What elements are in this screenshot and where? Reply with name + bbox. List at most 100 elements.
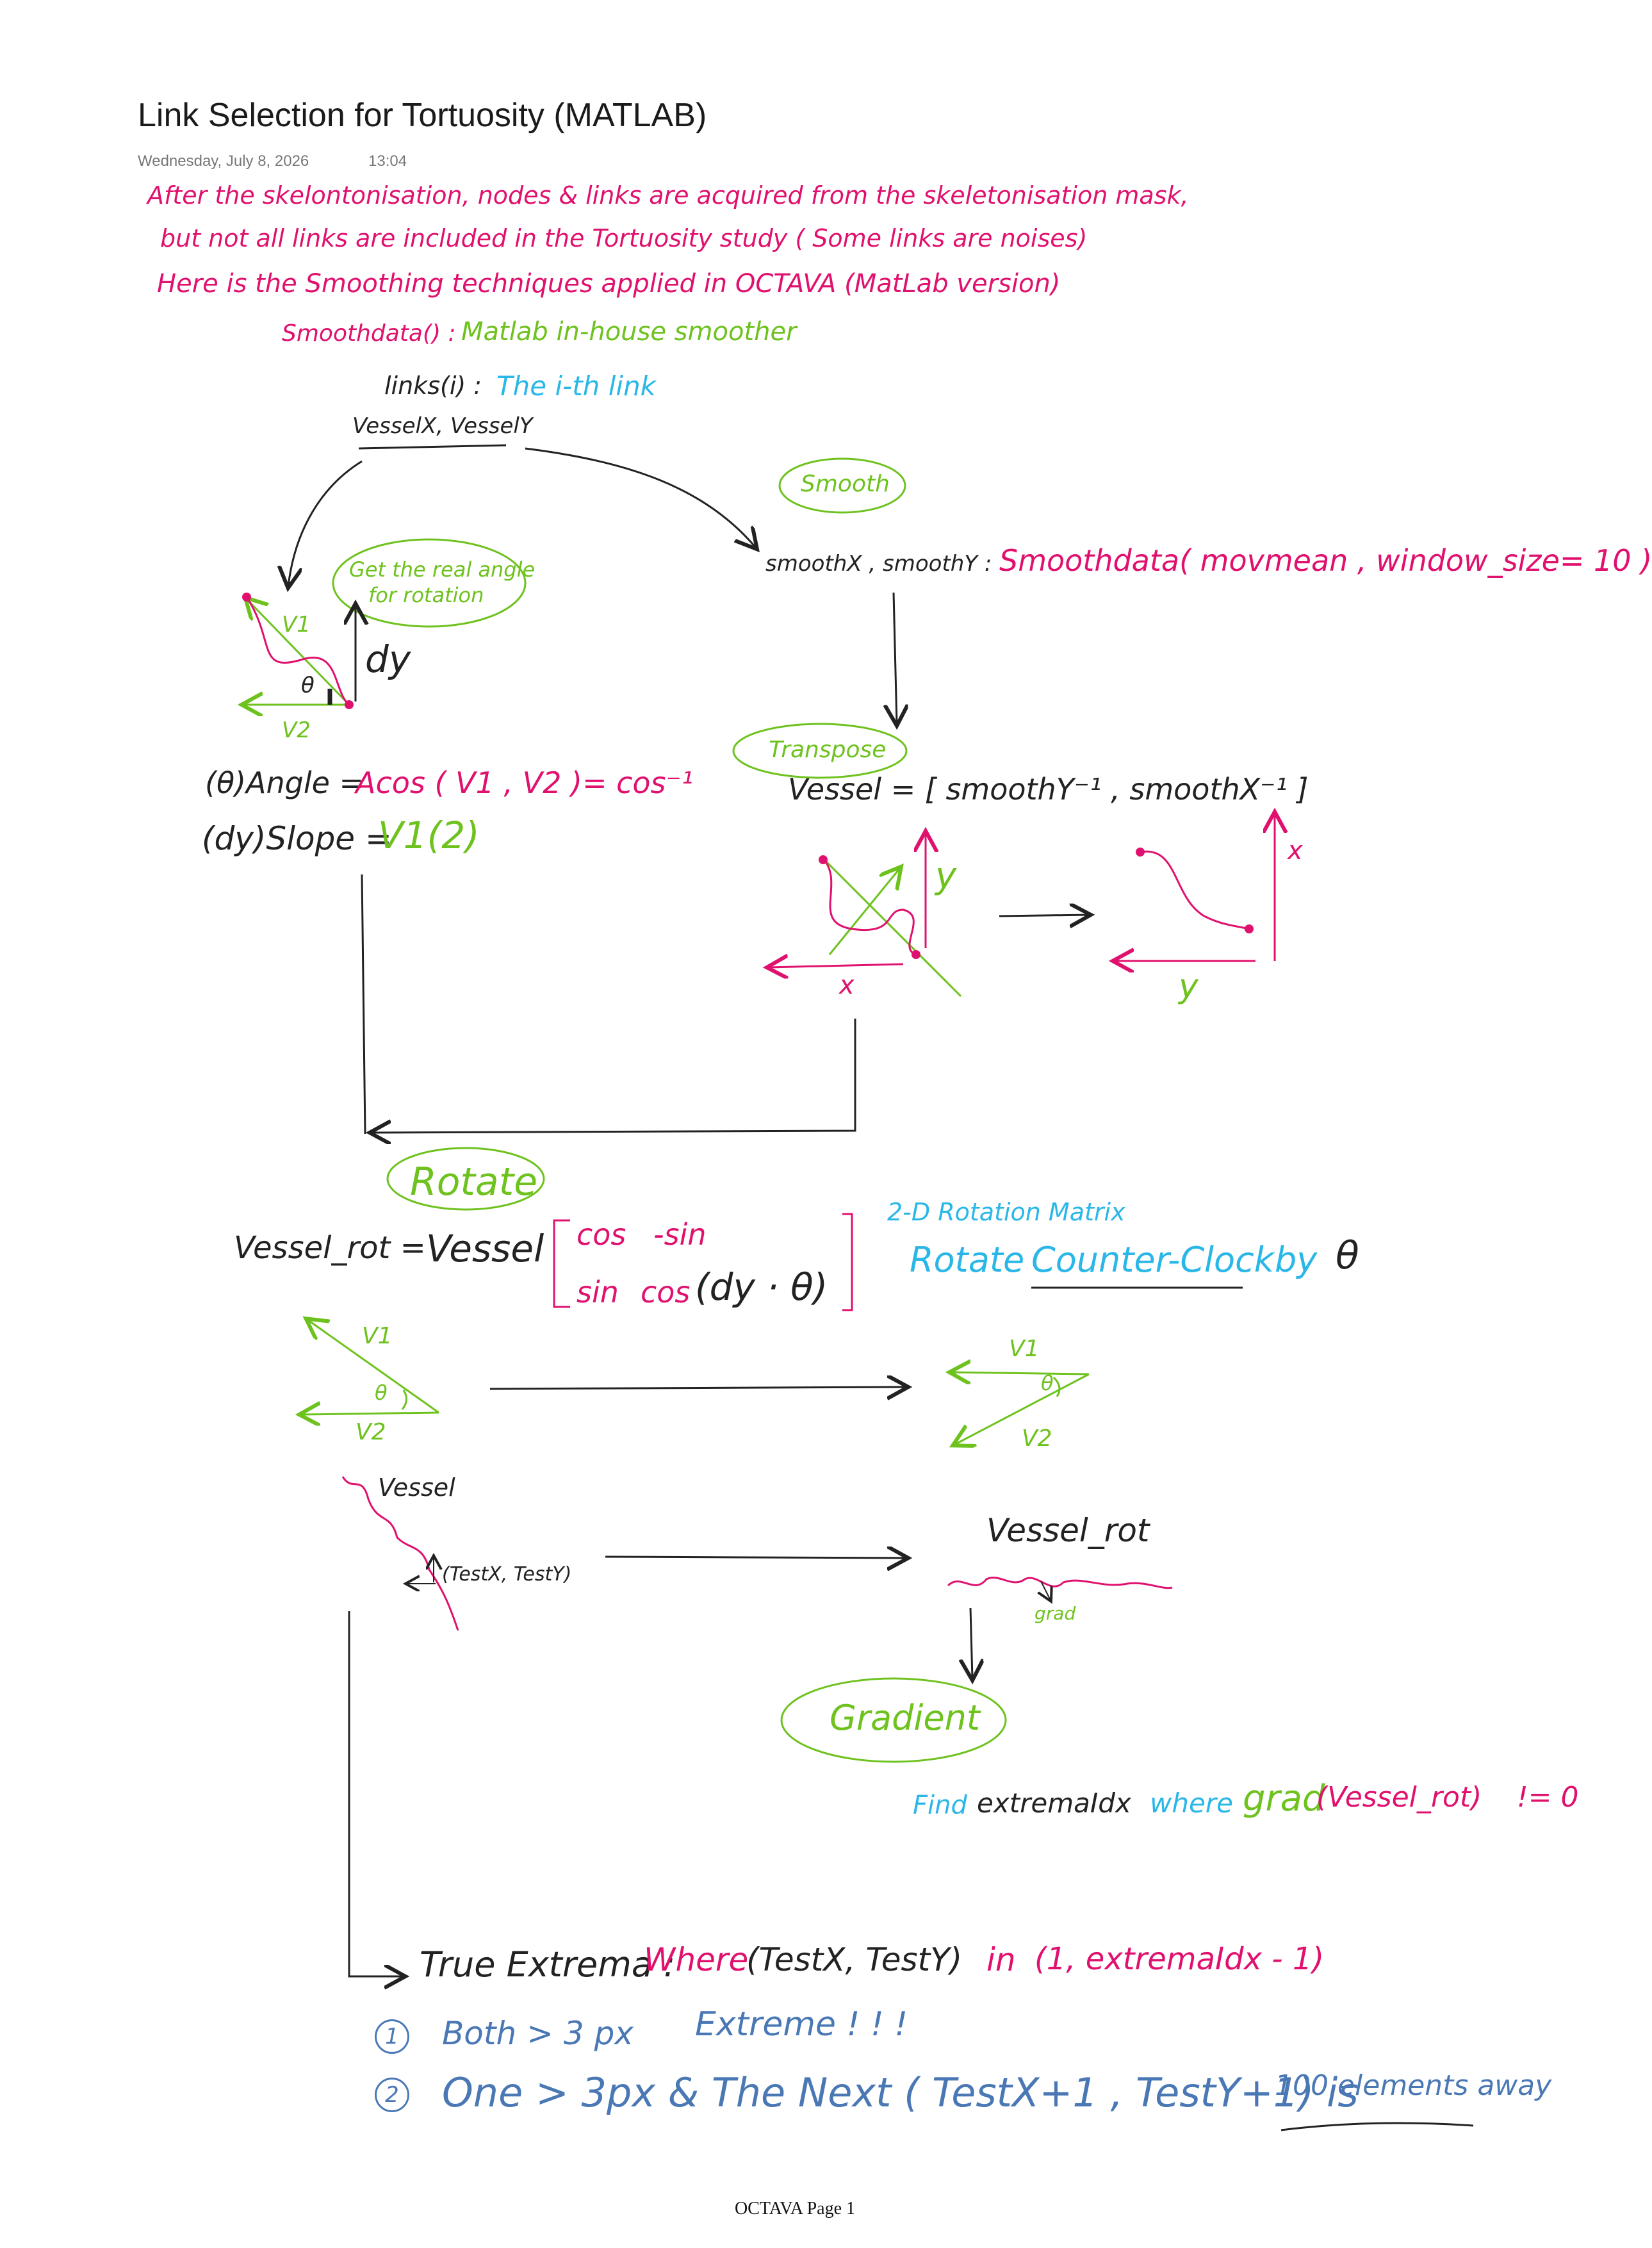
vessel-label: Vessel [378,1473,455,1502]
arrow-smooth-to-transpose [894,592,897,724]
transpose-diag-line [822,857,962,997]
item-1-number: 1 [375,2019,409,2054]
vessel-to-rot-arrow [605,1557,906,1558]
rot-left-v1 [307,1320,439,1414]
gradient-extrema-idx: extremaIdx [977,1787,1131,1819]
angle-dy-label: dy [365,637,411,681]
matrix-m21: sin [577,1275,619,1309]
rotate-note-theta: θ [1336,1233,1359,1278]
page-time: 13:04 [368,152,407,170]
angle-bubble-line-2: for rotation [368,583,484,607]
intro-line-1: After the skelontonisation, nodes & link… [147,181,1189,209]
slope-lhs: (dy)Slope = [202,820,392,857]
transposed-dot-2 [1245,924,1254,933]
rot-right-v2 [954,1373,1090,1445]
rot-middle-arrow [489,1387,906,1389]
rot-left-arc [401,1390,407,1410]
extrema-range: (1, extremaIdx - 1) [1035,1941,1325,1977]
matrix-left-bracket [553,1219,570,1308]
distance-underline [1280,2122,1474,2131]
rotate-bubble-label: Rotate [410,1160,538,1204]
transpose-cross-arrow [828,868,900,955]
test-xy-label: (TestX, TestY) [442,1563,572,1586]
transpose-equation: Vessel = [ smoothY⁻¹ , smoothX⁻¹ ] [788,772,1309,807]
rot-left-v2 [301,1413,439,1415]
angle-bubble-line-1: Get the real angle [349,557,536,582]
transpose-x-label-1: x [839,971,855,1000]
page-title: Link Selection for Tortuosity (MATLAB) [138,97,707,134]
rotate-vessel: Vessel [426,1227,544,1270]
angle-v1-label: V1 [282,612,311,637]
vessel-xy-label: VesselX, VesselY [352,413,533,439]
rotation-matrix-note: 2-D Rotation Matrix [887,1198,1125,1226]
smoothdata-function: Smoothdata() : [282,320,456,347]
vessel-squiggle [341,1476,459,1631]
rotate-note-b: Counter-Clock [1031,1240,1275,1280]
gradient-vessel-rot: (Vessel_rot) [1316,1781,1482,1814]
links-description: The i-th link [496,370,657,402]
gradient-bubble [780,1677,1007,1763]
item-2-condition: One > 3px & The Next ( TestX+1 , TestY+1… [442,2069,1359,2116]
smooth-rhs: Smoothdata( movmean , window_size= 10 ) [999,543,1652,578]
extrema-tuple: (TestX, TestY) [746,1941,963,1978]
transpose-bubble [732,723,908,779]
transpose-x-axis [769,964,904,967]
rot-left-v2: V2 [356,1419,386,1445]
flow-left-down [361,874,366,1135]
intro-line-3: Here is the Smoothing techniques applied… [157,269,1061,299]
vessel-rot-to-gradient [970,1607,972,1678]
transpose-y-label-1: y [935,855,957,897]
links-label: links(i) : [384,372,482,400]
rot-right-theta: θ [1041,1371,1054,1395]
rot-right-arc [1052,1376,1061,1397]
transpose-dot-2 [912,950,920,959]
vessel-rot-label: Vessel_rot [986,1512,1150,1549]
angle-bubble [332,538,527,628]
angle-curve [245,596,350,706]
transposed-curve [1140,850,1250,930]
arrow-to-smooth [525,447,756,548]
arrow-to-angle [288,460,363,586]
angle-lhs: (θ)Angle = [205,766,364,800]
transpose-bubble-label: Transpose [769,737,887,763]
smooth-lhs: smoothX , smoothY : [765,551,992,577]
angle-v1-vector [247,599,350,706]
matrix-m22: cos [641,1275,691,1309]
smooth-bubble-label: Smooth [801,471,890,497]
gradient-find: Find [913,1791,967,1820]
extrema-where: Where [644,1941,749,1978]
vessel-rot-squiggle [947,1577,1173,1589]
page-footer: OCTAVA Page 1 [734,2199,856,2219]
gradient-grad: grad [1243,1778,1325,1819]
intro-line-2: but not all links are included in the To… [160,224,1088,252]
extrema-in: in [986,1941,1016,1978]
matrix-args: (dy · θ) [695,1265,828,1309]
transpose-middle-arrow [999,915,1089,916]
transpose-curve [822,858,917,956]
rotate-lhs: Vessel_rot = [234,1230,426,1266]
item-2-distance: 100 elements away [1275,2069,1552,2102]
flow-to-true-extrema [348,1611,404,1976]
vessel-xy-underline [358,444,507,450]
angle-dot-bottom [345,700,354,709]
angle-v2-label: V2 [282,718,311,743]
page-date: Wednesday, July 8, 2026 [138,152,309,170]
rotate-bubble [386,1147,545,1211]
item-1-condition: Both > 3 px [442,2015,634,2052]
angle-dot-top [242,593,251,602]
matrix-m12: -sin [653,1217,707,1252]
item-1-result: Extreme ! ! ! [695,2005,908,2044]
item-2-number: 2 [375,2078,409,2112]
grad-label: grad [1035,1603,1076,1624]
matrix-right-bracket [842,1213,853,1311]
smooth-bubble [778,457,906,514]
ink-drawing-layer [0,444,1474,2131]
angle-theta-label: θ [301,673,315,698]
rot-left-v1: V1 [362,1323,393,1349]
rotate-note-c: by [1275,1240,1318,1280]
transpose-dot-1 [819,855,828,864]
transpose-y-label-2: y [1179,967,1198,1006]
transpose-x-label-2: x [1288,836,1303,866]
transposed-dot-1 [1136,848,1145,857]
gradient-where: where [1150,1787,1233,1819]
